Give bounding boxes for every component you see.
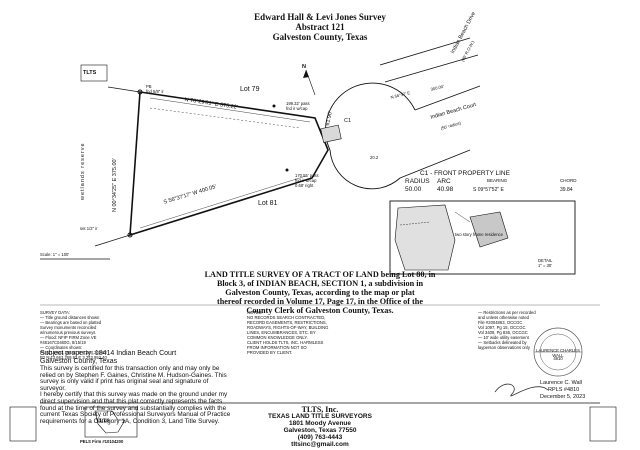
tlts-stamp: TLTS (83, 70, 97, 76)
pipe-north-line2: fnd ir w/cap (286, 106, 308, 111)
footer-email: tltsinc@gmail.com (291, 441, 349, 448)
pipe-south-line3: 0.68' right (295, 183, 314, 188)
iron-rod-nw-line2: fnd 5/8" ir (146, 89, 164, 94)
curve-value-bearing: S 09°57'52" E (473, 187, 504, 193)
detail-frame (389, 200, 576, 275)
survey-header-line3: Galveston County, Texas (272, 32, 368, 42)
curve-header-chord: CHORD (560, 178, 577, 183)
wetlands-label: wetlands reserve (80, 142, 86, 200)
tract-boundary (129, 91, 329, 237)
scale-label: Scale: 1" = 100' (40, 252, 70, 257)
lot-79-label: Lot 79 (240, 86, 260, 93)
curve-value-arc: 40.98 (437, 186, 454, 193)
iron-rod-nw-line1: PB (146, 84, 152, 89)
curve-header-bearing: BEARING (487, 178, 508, 183)
surveyor-rpls: RPLS #4810 (548, 387, 580, 393)
footer-tagline: TEXAS LAND TITLE SURVEYORS (268, 413, 372, 420)
title-line3: Galveston County, Texas, according to th… (225, 288, 415, 297)
survey-header-line1: Edward Hall & Levi Jones Survey (254, 12, 386, 22)
footer-address1: 1801 Moody Avenue (288, 420, 351, 427)
footer-phone: (409) 763-4443 (297, 434, 343, 441)
certification-block: This survey is certified for this transa… (40, 365, 231, 425)
curve-table-title: C1 - FRONT PROPERTY LINE (420, 170, 510, 177)
lot-81-label: Lot 81 (258, 200, 278, 207)
title-line1: LAND TITLE SURVEY OF A TRACT OF LAND bei… (204, 270, 436, 279)
restrictions-block: — Restrictions as per recorded and unles… (478, 310, 536, 350)
notes-title: NOTES: (247, 310, 263, 315)
seal-name: LAURENCE CHARLES WALL (536, 348, 580, 358)
seal-number: 4810 (553, 356, 563, 361)
house-label: two story frame residence (455, 232, 503, 237)
dim-east: 20.2 (370, 155, 379, 160)
survey-data-title: SURVEY DATA: (40, 310, 70, 315)
footer-company: TLTS, Inc. (301, 405, 339, 414)
footer-firm: PELS Firm #10104200 (80, 439, 124, 444)
west-line-bearing: N 00°34'25" E 375.00' (112, 158, 118, 212)
iron-rod-sw: set 1/2" ir (80, 226, 98, 231)
footer-address2: Galveston, Texas 77550 (283, 427, 357, 434)
curve-value-radius: 50.00 (405, 186, 422, 193)
curve-value-chord: 39.84 (560, 187, 573, 193)
subject-line2: Galveston County, Texas (40, 358, 118, 365)
subject-line1: Subject property: 18414 Indian Beach Cou… (40, 350, 177, 357)
detail-scale: DETAIL 1" = 30' (538, 258, 553, 268)
title-line2: Block 3, of INDIAN BEACH, SECTION 1, a s… (216, 279, 424, 288)
north-arrow-label: N (302, 64, 306, 70)
survey-header-line2: Abstract 121 (295, 22, 345, 32)
title-line4: thereof recorded in Volume 17, Page 17, … (217, 297, 423, 306)
footer-logo: TLTS (96, 418, 110, 424)
surveyor-name: Laurence C. Wall (540, 380, 582, 386)
survey-data-block: SURVEY DATA: — Title ground distances sh… (40, 310, 107, 360)
notes-block: NOTES: NO RECORDS SEARCH CONTRACTED, REC… (247, 310, 329, 355)
curve-header-arc: ARC (437, 178, 451, 185)
pipe-south-line1: 170.55' pass (295, 173, 319, 178)
curve-header-radius: RADIUS (405, 178, 430, 185)
pipe-north-line1: 199.32' pass (286, 101, 310, 106)
survey-date: December 5, 2023 (540, 394, 586, 400)
pipe-south-line2: fnd ir w/cap (295, 178, 317, 183)
curve-label: C1 (344, 118, 352, 124)
title-line5: County Clerk of Galveston County, Texas. (246, 306, 394, 315)
